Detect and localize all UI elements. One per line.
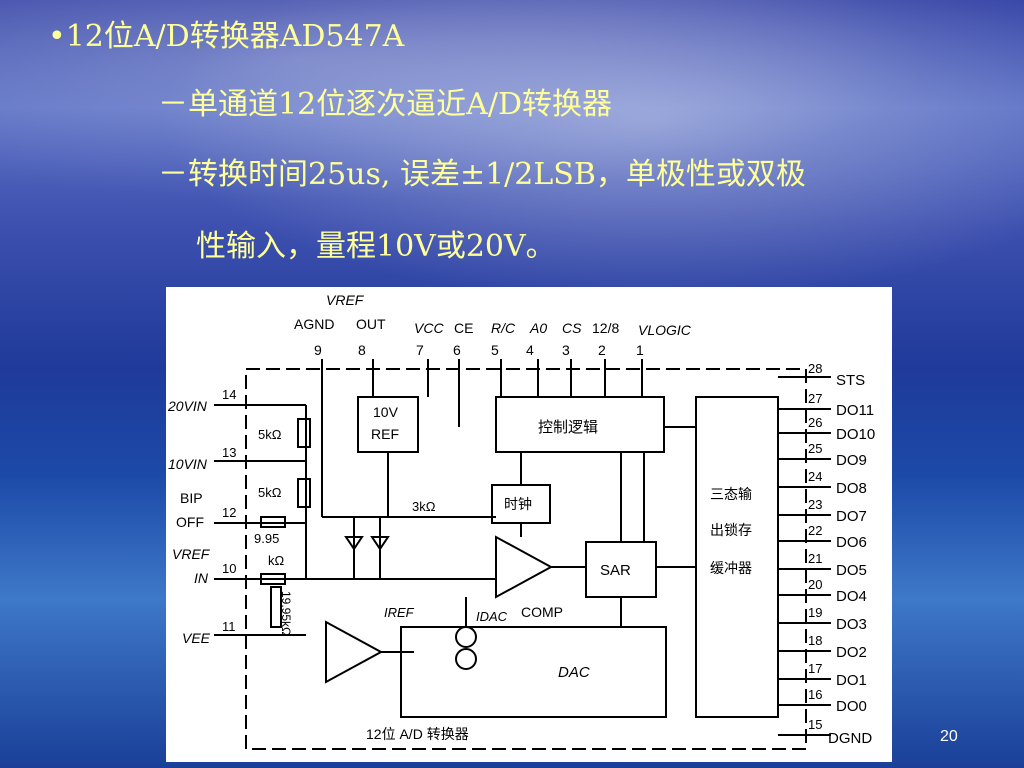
- pin-4: 4: [526, 342, 534, 358]
- right-pin-group: 28 27 26 25 24 23 22 21 20 19 18 17 16 1…: [808, 361, 822, 732]
- resistor-19-95k: 19.95kΩ: [279, 591, 293, 636]
- buffer-label-3: 缓冲器: [710, 560, 752, 576]
- bullet-single-channel: －单通道12位逐次逼近A/D转换器: [158, 87, 612, 122]
- label-20vin: 20VIN: [167, 398, 208, 414]
- label-dgnd: DGND: [828, 730, 872, 747]
- resistor-kohm: kΩ: [268, 553, 285, 568]
- label-rc: R/C: [491, 320, 516, 336]
- pin-22: 22: [808, 523, 822, 538]
- comparator: [495, 535, 554, 599]
- pin-7: 7: [416, 342, 424, 358]
- heading-ad547a: •12位A/D转换器AD547A: [48, 19, 405, 54]
- label-do4: DO4: [836, 588, 867, 605]
- label-vref: VREF: [326, 292, 365, 308]
- iref-label: IREF: [384, 605, 415, 620]
- pin-6: 6: [453, 342, 461, 358]
- buffer-block: [695, 396, 779, 718]
- label-do9: DO9: [836, 452, 867, 469]
- pin-5: 5: [491, 342, 499, 358]
- comp-label: COMP: [521, 604, 563, 620]
- reference-op-amp: [325, 620, 384, 684]
- pin-1: 1: [636, 342, 644, 358]
- label-a0: A0: [529, 320, 547, 336]
- right-label-group: STS DO11 DO10 DO9 DO8 DO7 DO6 DO5 DO4 DO…: [828, 372, 875, 747]
- pin-9: 9: [314, 342, 322, 358]
- label-do0: DO0: [836, 698, 867, 715]
- pin-27: 27: [808, 391, 822, 406]
- control-logic-label: 控制逻辑: [538, 419, 598, 436]
- pin-11: 11: [222, 619, 236, 634]
- label-out: OUT: [356, 316, 386, 332]
- ad547a-block-diagram: VREF AGND OUT VCC CE R/C A0 CS 12/8 VLOG…: [166, 287, 892, 762]
- pin-12: 12: [222, 505, 236, 520]
- pin-20: 20: [808, 577, 822, 592]
- resistor-5k-2: 5kΩ: [258, 485, 282, 500]
- pin-28: 28: [808, 361, 822, 376]
- label-vref-in: VREF: [172, 546, 211, 562]
- ref-block-label-2: REF: [371, 426, 399, 442]
- label-do6: DO6: [836, 534, 867, 551]
- label-do7: DO7: [836, 508, 867, 525]
- label-do8: DO8: [836, 480, 867, 497]
- pin-21: 21: [808, 551, 822, 566]
- label-agnd: AGND: [294, 316, 334, 332]
- buffer-label-1: 三态输: [710, 486, 752, 502]
- label-in: IN: [194, 570, 209, 586]
- label-10vin: 10VIN: [168, 456, 208, 472]
- diagram-caption: 12位 A/D 转换器: [366, 726, 469, 742]
- label-vcc: VCC: [414, 320, 444, 336]
- diagram-svg: VREF AGND OUT VCC CE R/C A0 CS 12/8 VLOG…: [167, 292, 875, 750]
- pin-8: 8: [358, 342, 366, 358]
- resistor-3k: 3kΩ: [412, 499, 436, 514]
- pin-23: 23: [808, 497, 822, 512]
- pin-19: 19: [808, 605, 822, 620]
- resistor-5k-1: 5kΩ: [258, 427, 282, 442]
- label-do11: DO11: [836, 402, 874, 419]
- label-vee: VEE: [182, 630, 211, 646]
- sar-label: SAR: [600, 562, 631, 579]
- label-off: OFF: [176, 514, 204, 530]
- label-vlogic: VLOGIC: [638, 322, 692, 338]
- pin-15: 15: [808, 717, 822, 732]
- ref-block-label-1: 10V: [373, 404, 399, 420]
- label-sts: STS: [836, 372, 865, 389]
- label-cs: CS: [562, 320, 582, 336]
- pin-16: 16: [808, 687, 822, 702]
- dac-block: [400, 626, 667, 718]
- dac-label: DAC: [558, 664, 590, 681]
- label-bip: BIP: [180, 490, 203, 506]
- pin-2: 2: [598, 342, 606, 358]
- label-do3: DO3: [836, 616, 867, 633]
- pin-13: 13: [222, 445, 236, 460]
- pin-24: 24: [808, 469, 822, 484]
- pin-14: 14: [222, 387, 236, 402]
- bullet-input-range: 性输入，量程10V或20V。: [196, 229, 556, 264]
- pin-10: 10: [222, 561, 236, 576]
- pin-17: 17: [808, 661, 822, 676]
- label-do10: DO10: [836, 426, 875, 443]
- label-do2: DO2: [836, 644, 867, 661]
- resistor-9-95: 9.95: [254, 531, 279, 546]
- clock-label: 时钟: [504, 496, 532, 512]
- pin-25: 25: [808, 441, 822, 456]
- pin-3: 3: [562, 342, 570, 358]
- pin-18: 18: [808, 633, 822, 648]
- label-do1: DO1: [836, 672, 867, 689]
- buffer-label-2: 出锁存: [710, 522, 752, 538]
- label-do5: DO5: [836, 562, 867, 579]
- bullet-conversion-time: －转换时间25us, 误差±1/2LSB，单极性或双极: [158, 157, 806, 192]
- label-ce: CE: [454, 320, 473, 336]
- idac-label: IDAC: [476, 609, 508, 624]
- pin-26: 26: [808, 415, 822, 430]
- label-12-8: 12/8: [592, 320, 619, 336]
- chip-outline: [245, 368, 807, 750]
- page-number: 20: [940, 728, 958, 745]
- control-logic-block: [495, 396, 665, 453]
